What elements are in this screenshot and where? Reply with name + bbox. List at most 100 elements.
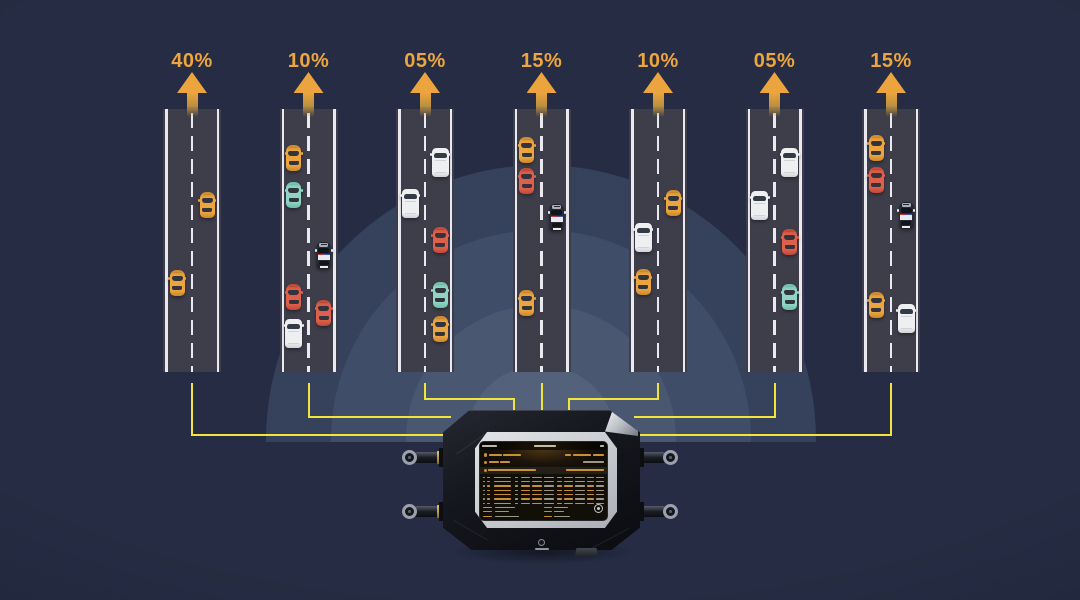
screen-icon-dot [483, 460, 487, 465]
road-edge-right [449, 109, 452, 372]
road-centerline [540, 113, 543, 372]
screen-cell-bar [544, 498, 554, 500]
van-rear-seam [434, 171, 446, 173]
screen-cell-bar [494, 485, 511, 487]
car-rear-window [901, 221, 911, 225]
screen-cell-bar [564, 485, 573, 487]
screen-footer-bar [483, 515, 492, 517]
police-light-red [900, 213, 906, 216]
car-grill [435, 229, 445, 231]
car-mirror [300, 152, 303, 155]
car-mirror [897, 209, 899, 212]
car-rear-window [871, 308, 881, 312]
screen-text-bar [500, 461, 510, 463]
car-rear-window [871, 151, 881, 155]
connector-line [307, 416, 451, 418]
car-windshield [753, 195, 766, 201]
car-mirror [563, 211, 566, 214]
car-mirror [867, 142, 869, 145]
car-mirror [283, 324, 286, 328]
screen-text-bar [565, 453, 571, 456]
car-grill [319, 302, 328, 304]
screen-cell-bar [564, 502, 573, 504]
car-windshield [870, 173, 882, 178]
connector-line [191, 434, 449, 436]
car-icon-van [779, 147, 800, 177]
car-windshield [521, 296, 532, 301]
car-windshield [318, 248, 329, 253]
car-grill [871, 294, 881, 296]
traffic-share-label: 15% [520, 50, 563, 72]
screen-cell-bar [521, 502, 530, 504]
screen-cell-bar [575, 485, 585, 487]
screen-cell-bar [544, 494, 554, 496]
road-lane: 10% [629, 50, 687, 372]
car-rear-window [521, 306, 532, 310]
screen-cell-bar [544, 485, 554, 487]
car-mirror [400, 194, 402, 198]
screen-title-bar [600, 445, 604, 447]
car-icon-van [400, 188, 420, 218]
device-facet-line [453, 520, 489, 541]
car-icon-amber [198, 192, 216, 218]
traffic-share-label: 05% [753, 50, 796, 72]
antenna-rod [415, 506, 448, 517]
traffic-share-label: 10% [637, 50, 679, 72]
screen-cell-bar [494, 494, 511, 496]
device-logo [538, 539, 545, 546]
car-grill [435, 318, 445, 320]
road-centerline [423, 113, 427, 372]
police-light-blue [906, 213, 912, 216]
connector-line [633, 416, 776, 418]
car-rear-window [435, 332, 445, 336]
car-mirror [883, 174, 885, 177]
car-roof [871, 178, 881, 183]
screen-footer-bar [554, 511, 564, 513]
car-grill [668, 192, 678, 194]
car-windshield [637, 275, 649, 280]
car-mirror [867, 174, 869, 177]
car-mirror [300, 291, 303, 294]
car-icon-van [430, 147, 450, 177]
car-grill [871, 169, 881, 171]
car-windshield [434, 288, 446, 293]
screen-cell-bar [494, 476, 511, 479]
car-icon-van [283, 318, 304, 348]
car-rear-window [288, 161, 299, 165]
car-icon-teal [780, 284, 799, 310]
device-side-plate [636, 502, 644, 521]
antenna-cap [663, 504, 678, 519]
flow-arrow-stem [885, 93, 897, 117]
screen-cell-bar [596, 498, 604, 500]
connector-line [568, 398, 570, 416]
screen-cell-bar [596, 502, 604, 504]
road-lane: 40% [163, 50, 221, 372]
car-grill [202, 194, 212, 196]
car-roof [435, 327, 445, 332]
police-rear-bumper [319, 266, 328, 268]
screen-cell-bar [483, 494, 485, 496]
van-rear-seam [754, 214, 765, 216]
screen-cell-bar [532, 498, 542, 500]
car-rear-window [202, 208, 212, 212]
car-icon-amber [431, 316, 449, 342]
car-icon-amber [284, 145, 303, 171]
road-lane: 05% [396, 50, 454, 372]
car-mirror [184, 277, 186, 280]
car-icon-red [314, 300, 333, 326]
screen-text-bar [488, 469, 536, 472]
screen-data-row [480, 493, 607, 497]
car-mirror [284, 291, 287, 294]
screen-cell-bar [575, 498, 585, 500]
car-mirror [214, 199, 216, 202]
car-mirror [447, 289, 449, 292]
car-windshield [667, 196, 679, 201]
car-icon-police [547, 203, 566, 231]
police-plate-text [320, 244, 327, 246]
car-rear-window [784, 300, 795, 304]
car-mirror [634, 276, 636, 279]
road-edge-right [915, 109, 918, 372]
car-mirror [431, 289, 433, 292]
screen-footer-row [480, 506, 607, 510]
